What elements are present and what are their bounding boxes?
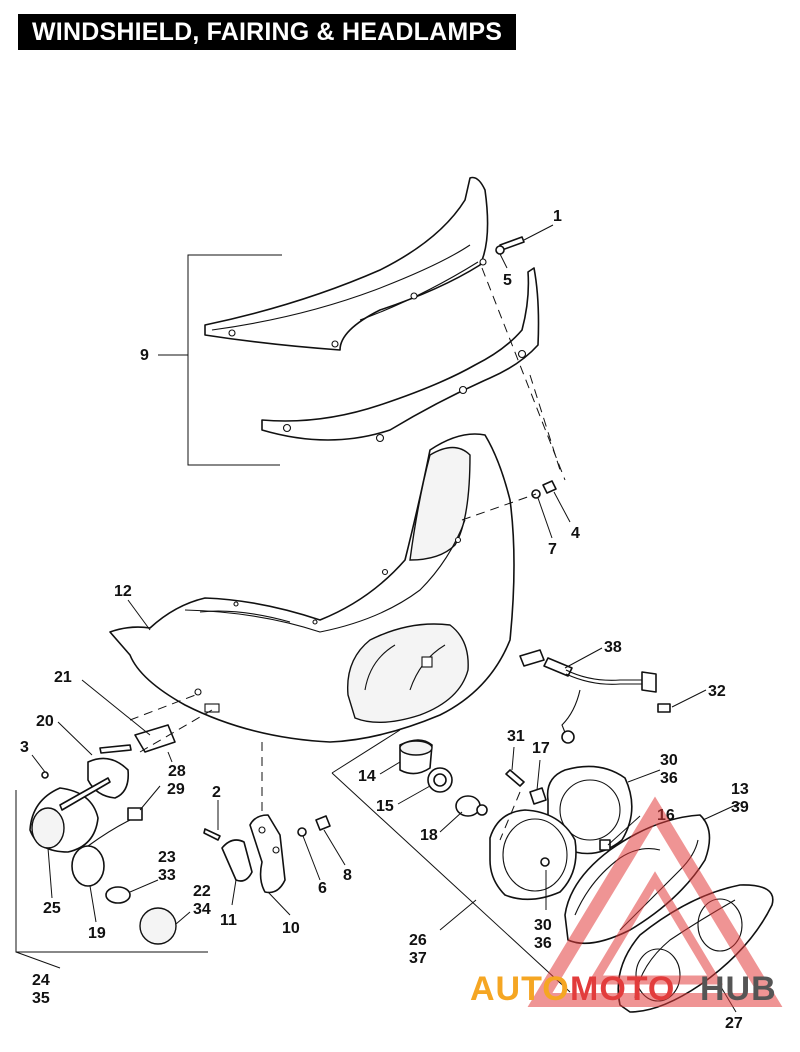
callout-7: 7 <box>548 541 557 558</box>
callout-25: 25 <box>43 900 61 917</box>
well-nut <box>315 815 331 831</box>
callout-38: 38 <box>604 639 622 656</box>
callout-6: 6 <box>318 880 327 897</box>
callout-33: 33 <box>158 867 176 884</box>
watermark-logo: AUTO MOTO HUB <box>470 796 783 1008</box>
callout-9: 9 <box>140 347 149 364</box>
callout-14: 14 <box>358 768 376 785</box>
callout-36-lower: 36 <box>534 935 552 952</box>
callout-17: 17 <box>532 740 550 757</box>
signal-lens <box>139 907 177 945</box>
callout-19: 19 <box>88 925 106 942</box>
callout-2: 2 <box>212 784 221 801</box>
diagram-title: WINDSHIELD, FAIRING & HEADLAMPS <box>18 14 517 50</box>
callout-12: 12 <box>114 583 132 600</box>
signal-bracket <box>134 724 176 753</box>
callout-35: 35 <box>32 990 50 1007</box>
washer-bracket <box>297 827 307 837</box>
callout-13: 13 <box>731 781 749 798</box>
fairing <box>109 433 515 743</box>
callout-28: 28 <box>168 763 186 780</box>
callout-8: 8 <box>343 867 352 884</box>
callout-29: 29 <box>167 781 185 798</box>
callout-37: 37 <box>409 950 427 967</box>
turn-signal <box>29 744 132 853</box>
callout-26: 26 <box>409 932 427 949</box>
callout-21: 21 <box>54 669 72 686</box>
callout-1: 1 <box>553 208 562 225</box>
callout-30-lower: 30 <box>534 917 552 934</box>
trim-ring <box>399 739 433 775</box>
leader-lines <box>15 224 741 1013</box>
callout-5: 5 <box>503 272 512 289</box>
callout-27: 27 <box>725 1015 743 1032</box>
callout-23: 23 <box>158 849 176 866</box>
mount-bracket <box>249 814 286 894</box>
wiring-harness <box>519 649 671 744</box>
callout-36-upper: 36 <box>660 770 678 787</box>
bracket-clip <box>221 839 253 882</box>
headlamp-socket <box>427 767 453 793</box>
callout-10: 10 <box>282 920 300 937</box>
callout-18: 18 <box>420 827 438 844</box>
washer <box>495 245 505 255</box>
callout-15: 15 <box>376 798 394 815</box>
windshield-trim <box>261 267 540 443</box>
callout-31: 31 <box>507 728 525 745</box>
callout-4: 4 <box>571 525 580 542</box>
watermark-text-moto: MOTO <box>570 970 675 1008</box>
callout-30-upper: 30 <box>660 752 678 769</box>
callout-39: 39 <box>731 799 749 816</box>
callout-32: 32 <box>708 683 726 700</box>
callout-34: 34 <box>193 901 211 918</box>
screw <box>203 236 557 841</box>
callout-22: 22 <box>193 883 211 900</box>
windshield <box>204 176 489 351</box>
watermark-text-auto: AUTO <box>470 970 570 1008</box>
callout-20: 20 <box>36 713 54 730</box>
signal-socket <box>71 807 143 887</box>
callout-3: 3 <box>20 739 29 756</box>
watermark-text-hub: HUB <box>700 970 777 1008</box>
callout-24: 24 <box>32 972 50 989</box>
assembly-lines <box>129 267 566 841</box>
signal-bulb <box>105 886 131 904</box>
headlamp-lower <box>489 809 577 901</box>
headlamp-bulb <box>455 795 488 817</box>
callout-11: 11 <box>220 912 237 929</box>
adjuster-screw <box>505 769 547 805</box>
